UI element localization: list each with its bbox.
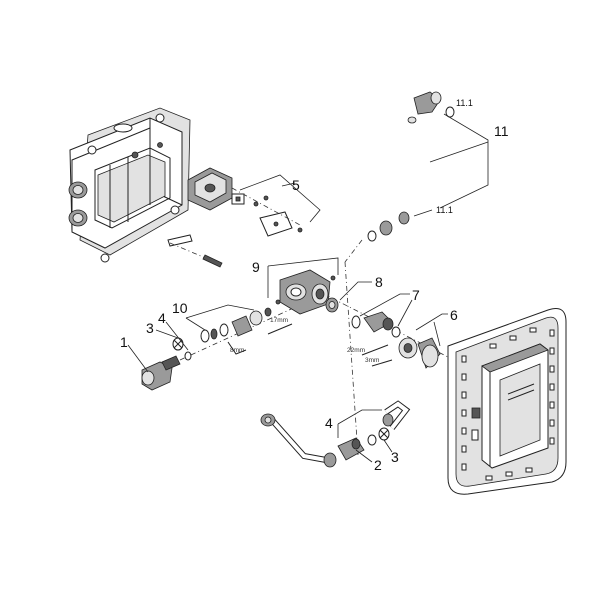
dim-3mm: 3mm xyxy=(365,357,379,364)
part-1-stop-valve xyxy=(141,355,181,391)
part-3-4-left xyxy=(172,337,192,361)
callout-11: 11 xyxy=(494,123,509,139)
part-2-stop-valve xyxy=(337,437,365,461)
part-6-knob xyxy=(398,337,441,369)
drain-plug xyxy=(167,234,223,268)
callout-5: 5 xyxy=(292,177,300,193)
tool-22mm: 22mm xyxy=(347,344,389,356)
part-9-valve-body xyxy=(275,269,336,315)
callout-10: 10 xyxy=(172,300,188,316)
tool-8mm: 8mm xyxy=(227,341,247,355)
box-inlet-connectors xyxy=(68,181,88,227)
callout-4-left: 4 xyxy=(158,310,166,326)
part-11-pipe xyxy=(367,91,455,242)
callout-9: 9 xyxy=(252,259,260,275)
callout-7: 7 xyxy=(412,287,420,303)
dim-17mm: 17mm xyxy=(270,317,288,324)
callout-2: 2 xyxy=(374,457,382,473)
tool-3mm: 3mm xyxy=(365,357,393,367)
elbow-fitting xyxy=(382,400,411,430)
part-5-module xyxy=(187,167,303,237)
callout-11-1-bottom: 11.1 xyxy=(436,205,453,215)
connection-pipe xyxy=(260,413,337,468)
mounting-box xyxy=(68,107,191,263)
part-3-4-right xyxy=(367,427,390,446)
dim-22mm: 22mm xyxy=(347,347,365,354)
callout-3-left: 3 xyxy=(146,320,154,336)
frame-slots xyxy=(461,327,555,481)
callout-3-right: 3 xyxy=(391,449,399,465)
callout-6: 6 xyxy=(450,307,458,323)
cover-frame xyxy=(447,308,567,495)
tool-17mm: 17mm xyxy=(267,317,293,335)
part-10-seal-set xyxy=(200,307,272,343)
dim-8mm: 8mm xyxy=(230,347,244,354)
callout-11-1-top: 11.1 xyxy=(456,98,473,108)
part-7-cartridge xyxy=(351,311,401,338)
callout-1: 1 xyxy=(120,334,128,350)
callout-4-right: 4 xyxy=(325,415,333,431)
part-8-nut xyxy=(325,297,339,313)
callout-8: 8 xyxy=(375,274,383,290)
